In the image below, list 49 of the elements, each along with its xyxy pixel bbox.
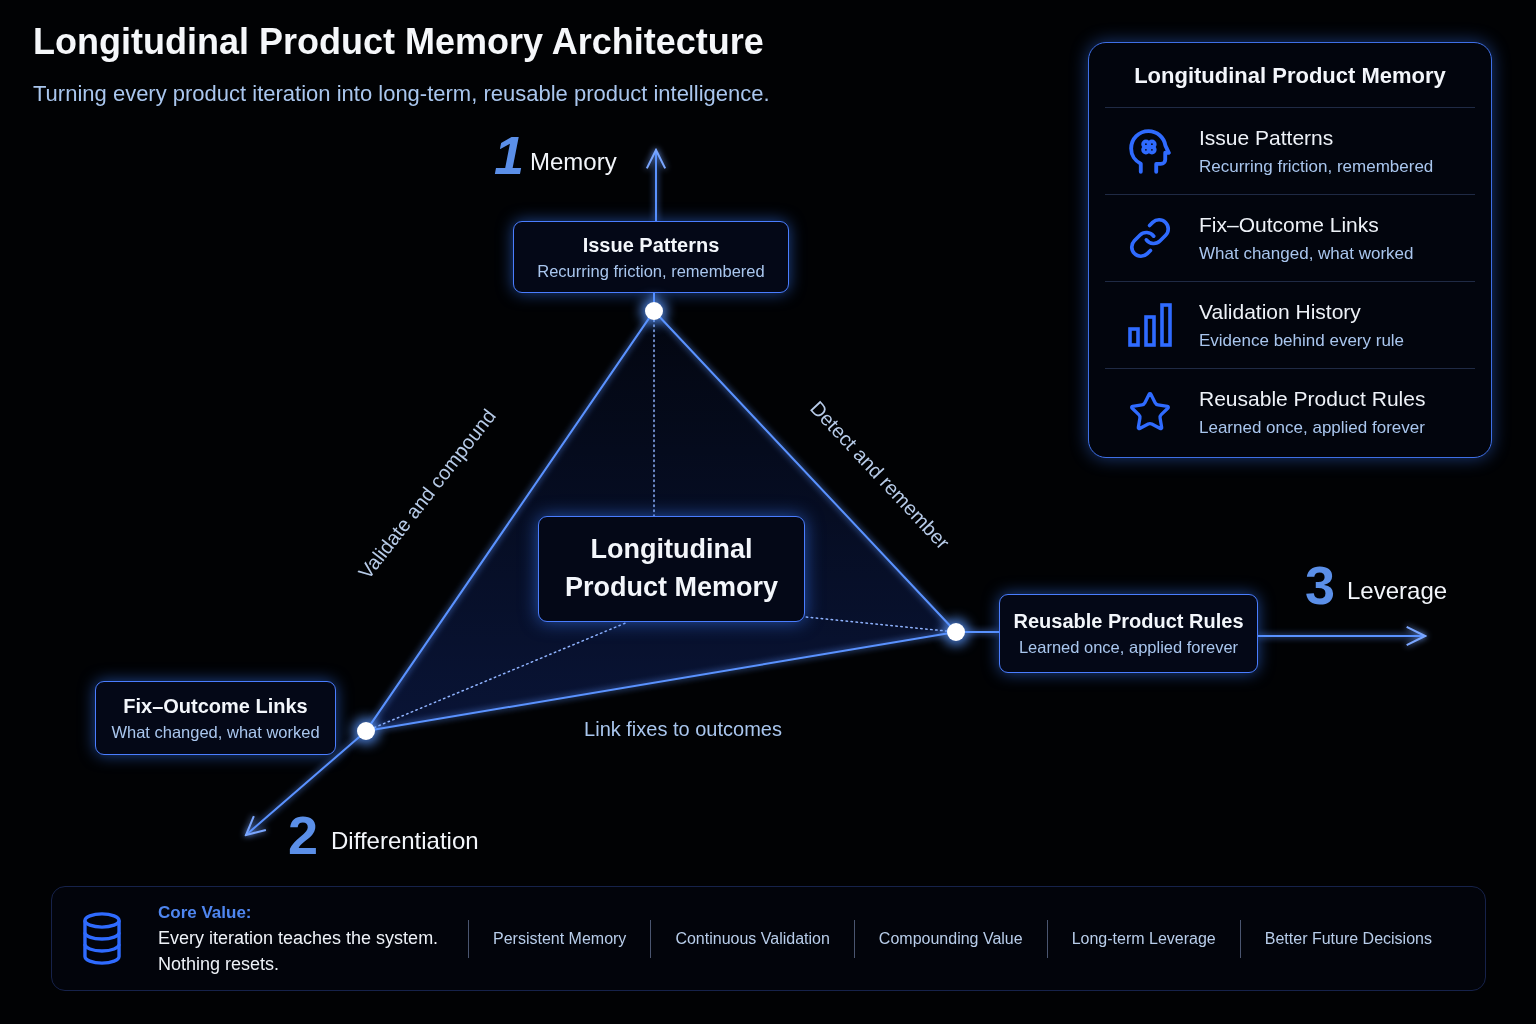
- concept-description: Learned once, applied forever: [1018, 637, 1239, 658]
- concept-title: Fix–Outcome Links: [123, 693, 308, 719]
- step-number: 1: [494, 128, 525, 182]
- concept-description: What changed, what worked: [111, 721, 320, 743]
- summary-band: [51, 886, 1486, 991]
- concept-card: [999, 594, 1258, 673]
- value-item: Better Future Decisions: [1264, 929, 1432, 947]
- direction-label: Leverage: [1347, 579, 1448, 603]
- direction-label: Memory: [530, 150, 617, 174]
- concept-card: [513, 221, 789, 293]
- core-concept-title: Longitudinal Product Memory: [563, 533, 779, 604]
- info-panel: [1088, 42, 1492, 458]
- dotted-line: [373, 621, 629, 729]
- concept-description: Recurring friction, remembered: [537, 260, 765, 282]
- panel-heading: Longitudinal Product Memory: [1134, 61, 1446, 90]
- value-item: Compounding Value: [878, 929, 1023, 947]
- value-item: Persistent Memory: [493, 929, 627, 947]
- concept-title: Reusable Product Rules: [1013, 609, 1244, 635]
- core-value-statement: Every iteration teaches the system. Nothing resets.: [158, 926, 440, 976]
- subtitle: Turning every product iteration into long-term, reusable product intelligence.: [33, 83, 770, 105]
- arrow: [1257, 625, 1426, 647]
- step-number: 3: [1305, 558, 1336, 612]
- dotted-line: [804, 616, 948, 632]
- core-value-label: Core Value:: [158, 901, 252, 924]
- panel-item-description: Evidence behind every rule: [1199, 329, 1405, 351]
- panel-item-description: What changed, what worked: [1199, 242, 1414, 264]
- panel-item-title: Reusable Product Rules: [1199, 386, 1426, 413]
- value-item: Continuous Validation: [675, 929, 830, 947]
- panel-item-description: Learned once, applied forever: [1199, 416, 1425, 438]
- panel-item-title: Validation History: [1199, 299, 1361, 326]
- panel-item-title: Issue Patterns: [1199, 125, 1334, 152]
- diagram-title: Longitudinal Product Memory Architecture: [33, 24, 764, 60]
- connector-line: [370, 317, 650, 725]
- dotted-line: [653, 319, 655, 517]
- connector-line: [653, 292, 655, 303]
- connector-line: [964, 631, 1000, 633]
- arrow: [245, 735, 361, 836]
- panel-item-title: Fix–Outcome Links: [1199, 212, 1379, 239]
- direction-label: Differentiation: [331, 829, 479, 853]
- connector-line: [373, 632, 949, 731]
- core-concept-card: [538, 516, 805, 622]
- panel-item-description: Recurring friction, remembered: [1199, 155, 1434, 177]
- connector-line: [659, 316, 951, 627]
- arrow: [645, 149, 667, 222]
- concept-title: Issue Patterns: [582, 232, 720, 258]
- edge-label: Link fixes to outcomes: [584, 719, 782, 739]
- value-item: Long-term Leverage: [1071, 929, 1216, 947]
- step-number: 2: [288, 808, 319, 862]
- concept-card: [95, 681, 336, 755]
